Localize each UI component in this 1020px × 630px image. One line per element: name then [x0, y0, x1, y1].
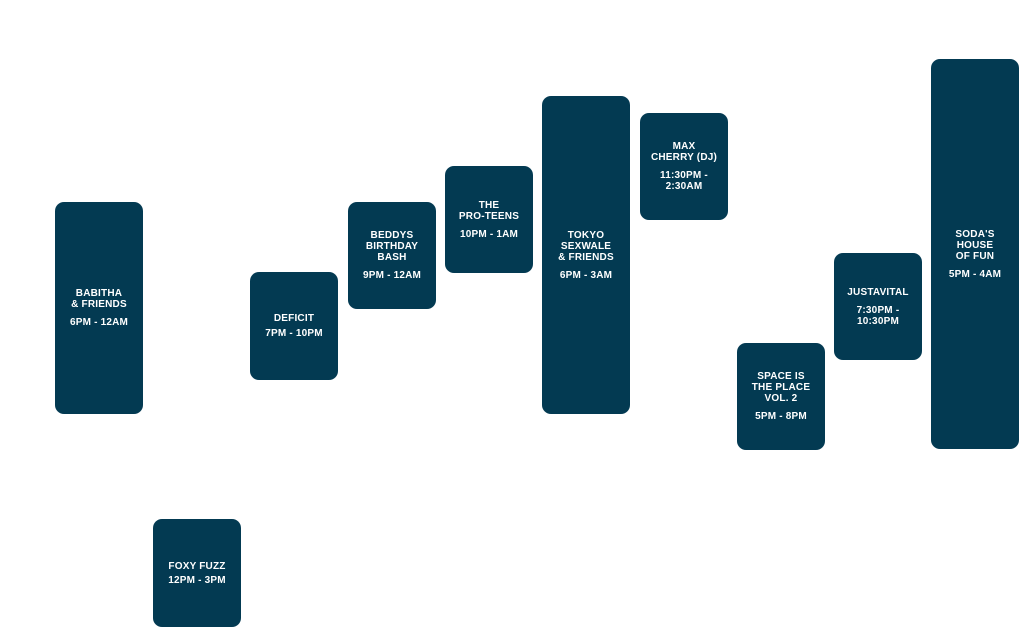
- event-title: DEFICIT: [273, 313, 315, 324]
- event-time: 9PM - 12AM: [362, 270, 422, 281]
- event-title: MAX CHERRY (DJ): [650, 141, 718, 163]
- event-card-max-cherry-dj[interactable]: MAX CHERRY (DJ) 11:30PM - 2:30AM: [640, 113, 728, 220]
- event-title: TOKYO SEXWALE & FRIENDS: [558, 229, 614, 263]
- event-card-beddys-birthday-bash[interactable]: BEDDYS BIRTHDAY BASH 9PM - 12AM: [348, 202, 436, 309]
- event-time: 12PM - 3PM: [168, 574, 226, 586]
- event-time: 5PM - 4AM: [948, 268, 1002, 280]
- event-title: BEDDYS BIRTHDAY BASH: [365, 230, 419, 263]
- event-title: BABITHA & FRIENDS: [71, 288, 127, 310]
- event-time: 10PM - 1AM: [459, 228, 519, 240]
- event-title: JUSTAVITAL: [847, 286, 909, 298]
- event-card-the-pro-teens[interactable]: THE PRO-TEENS 10PM - 1AM: [445, 166, 533, 273]
- event-card-foxy-fuzz[interactable]: FOXY FUZZ 12PM - 3PM: [153, 519, 241, 627]
- event-time: 11:30PM - 2:30AM: [660, 170, 708, 192]
- event-card-deficit[interactable]: DEFICIT 7PM - 10PM: [250, 272, 338, 380]
- event-card-justavital[interactable]: JUSTAVITAL 7:30PM - 10:30PM: [834, 253, 922, 360]
- event-title: THE PRO-TEENS: [458, 199, 520, 222]
- event-card-babitha-and-friends[interactable]: BABITHA & FRIENDS 6PM - 12AM: [55, 202, 143, 414]
- event-time: 5PM - 8PM: [755, 411, 807, 422]
- event-card-sodas-house-of-fun[interactable]: SODA'S HOUSE OF FUN 5PM - 4AM: [931, 59, 1019, 449]
- event-card-tokyo-sexwale-and-friends[interactable]: TOKYO SEXWALE & FRIENDS 6PM - 3AM: [542, 96, 630, 414]
- event-time: 7PM - 10PM: [265, 328, 323, 339]
- event-title: SPACE IS THE PLACE VOL. 2: [751, 371, 811, 404]
- event-time: 7:30PM - 10:30PM: [856, 304, 900, 327]
- event-time: 6PM - 3AM: [559, 269, 613, 281]
- event-time: 6PM - 12AM: [69, 317, 129, 328]
- event-title: SODA'S HOUSE OF FUN: [955, 228, 995, 262]
- event-title: FOXY FUZZ: [168, 560, 226, 572]
- event-card-space-is-the-place-vol-2[interactable]: SPACE IS THE PLACE VOL. 2 5PM - 8PM: [737, 343, 825, 450]
